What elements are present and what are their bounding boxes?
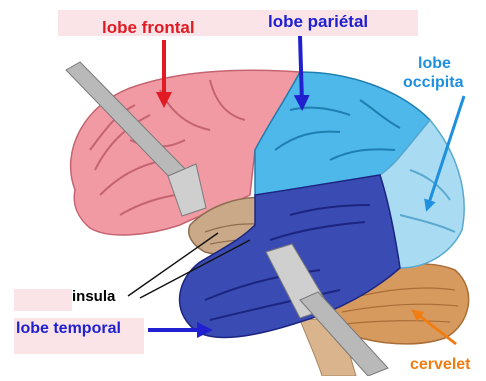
parietal-arrow	[300, 36, 302, 103]
label-lobe-occipital-line1: lobe	[418, 56, 451, 72]
label-lobe-temporal: lobe temporal	[16, 321, 121, 337]
label-lobe-occipital-line2: occipita	[403, 75, 463, 91]
label-cervelet: cervelet	[410, 357, 471, 373]
label-background-insula	[14, 289, 72, 311]
label-lobe-parietal: lobe pariétal	[268, 13, 368, 30]
label-lobe-frontal: lobe frontal	[102, 19, 195, 36]
label-insula: insula	[72, 289, 115, 304]
